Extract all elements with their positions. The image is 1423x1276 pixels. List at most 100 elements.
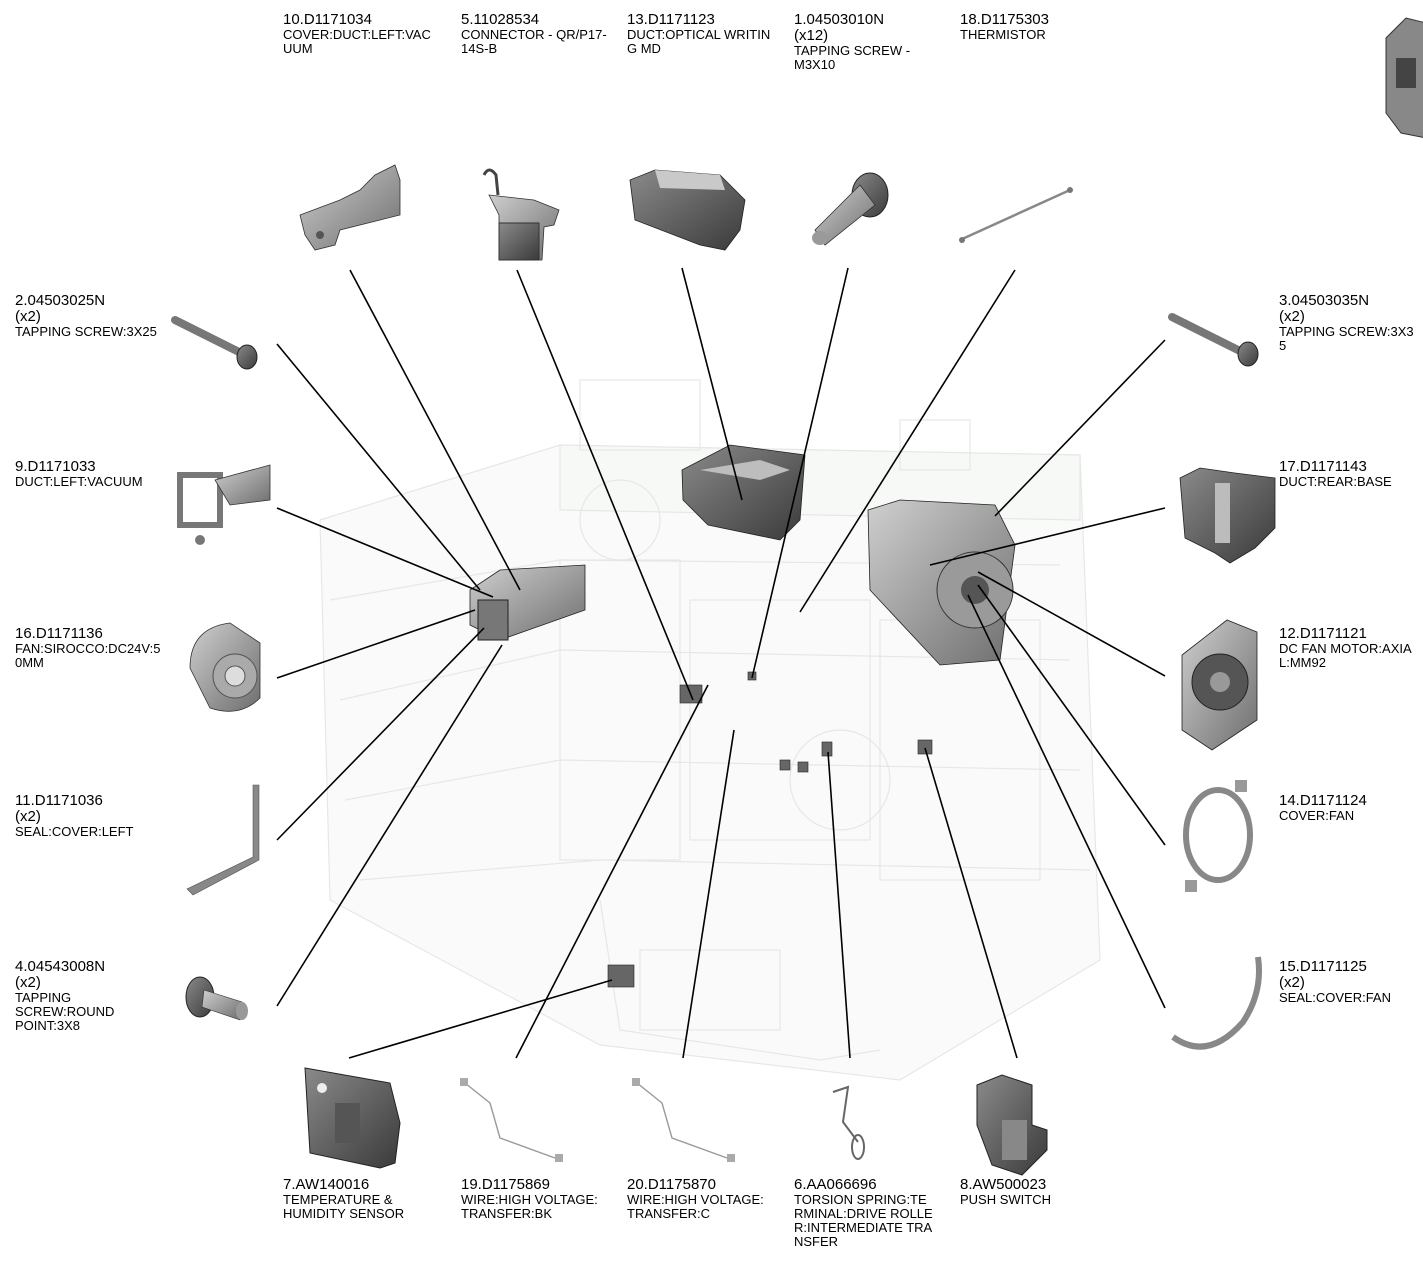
label-part-10: 10.D1171034 COVER:DUCT:LEFT:VACUUM: [283, 11, 443, 57]
part-quantity: (x2): [1279, 308, 1305, 326]
leader-3: [994, 339, 1166, 517]
label-part-18: 18.D1175303 THERMISTOR: [960, 11, 1110, 43]
label-part-1: 1.04503010N (x12) TAPPING SCREW - M3X10: [794, 11, 944, 73]
spring-icon: [832, 1085, 865, 1160]
part-quantity: (x2): [1279, 974, 1305, 992]
label-part-9: 9.D1171033 DUCT:LEFT:VACUUM: [15, 458, 175, 489]
part-quantity: (x2): [15, 974, 41, 992]
part-description: TAPPING SCREW:ROUND POINT:3X8: [15, 990, 115, 1034]
installed-duct-optical: [681, 444, 806, 541]
label-part-2: 2.04503025N (x2) TAPPING SCREW:3X25: [15, 292, 175, 340]
leader-1: [751, 267, 849, 679]
leader-19: [515, 684, 709, 1059]
left-duct-icon: [177, 464, 271, 545]
part-description: DUCT:OPTICAL WRITING MD: [627, 27, 771, 57]
wire-icon: [460, 1078, 563, 1162]
part-number: 1.04503010N: [794, 11, 885, 28]
part-number: 2.04503025N: [15, 292, 106, 309]
sensor-icon: [304, 1067, 401, 1169]
leader-17: [929, 507, 1166, 566]
part-quantity: (x2): [15, 808, 41, 826]
label-part-12: 12.D1171121 DC FAN MOTOR:AXIAL:MM92: [1279, 625, 1421, 671]
wire-icon: [632, 1078, 735, 1162]
seal-icon: [186, 784, 260, 896]
sirocco-fan-icon: [189, 622, 261, 712]
installed-left-fan: [469, 564, 586, 641]
part-number: 9.D1171033: [15, 458, 96, 475]
leader-9: [276, 507, 494, 598]
part-number: 3.04503035N: [1279, 292, 1370, 309]
leader-8: [924, 747, 1018, 1059]
part-description: COVER:DUCT:LEFT:VACUUM: [283, 27, 431, 57]
long-screw-icon: [1168, 313, 1259, 367]
part-number: 18.D1175303: [960, 11, 1049, 28]
part-number: 11.D1171036: [15, 792, 103, 809]
part-description: SEAL:COVER:FAN: [1279, 990, 1391, 1006]
part-description: THERMISTOR: [960, 27, 1046, 43]
part-description: TAPPING SCREW:3X35: [1279, 324, 1414, 354]
part-description: TAPPING SCREW - M3X10: [794, 43, 911, 73]
part-description: SEAL:COVER:LEFT: [15, 824, 134, 840]
rear-duct-icon: [1179, 467, 1276, 564]
leader-10: [349, 269, 521, 591]
leader-11: [276, 627, 485, 841]
part-description: TORSION SPRING:TERMINAL:DRIVE ROLLER:INT…: [794, 1192, 933, 1250]
screw-icon: [812, 172, 889, 246]
leader-12: [977, 571, 1166, 677]
part-description: TAPPING SCREW:3X25: [15, 324, 157, 340]
arc-seal-icon: [1171, 956, 1262, 1050]
push-switch-icon: [976, 1074, 1048, 1176]
label-part-3: 3.04503035N (x2) TAPPING SCREW:3X35: [1279, 292, 1421, 354]
part-description: WIRE:HIGH VOLTAGE:TRANSFER:BK: [461, 1192, 598, 1222]
part-number: 16.D1171136: [15, 625, 103, 642]
short-screw-icon: [185, 976, 248, 1021]
leader-7: [348, 979, 613, 1059]
machine-overview-icon: [1385, 17, 1423, 138]
label-part-11: 11.D1171036 (x2) SEAL:COVER:LEFT: [15, 792, 175, 840]
label-part-6: 6.AA066696 TORSION SPRING:TERMINAL:DRIVE…: [794, 1176, 944, 1250]
label-part-19: 19.D1175869 WIRE:HIGH VOLTAGE:TRANSFER:B…: [461, 1176, 611, 1222]
label-part-20: 20.D1175870 WIRE:HIGH VOLTAGE:TRANSFER:C: [627, 1176, 777, 1222]
thermistor-icon: [959, 187, 1073, 243]
part-number: 15.D1171125: [1279, 958, 1367, 975]
axial-fan-icon: [1181, 619, 1258, 751]
part-description: PUSH SWITCH: [960, 1192, 1051, 1208]
part-description: COVER:FAN: [1279, 808, 1355, 824]
leader-16: [276, 609, 476, 679]
leader-13: [681, 267, 743, 501]
optical-duct-icon: [629, 169, 746, 251]
part-number: 14.D1171124: [1279, 792, 1367, 809]
connector-icon: [482, 168, 560, 261]
part-description: DC FAN MOTOR:AXIAL:MM92: [1279, 641, 1412, 671]
duct-cover-icon: [299, 164, 401, 251]
part-quantity: (x2): [15, 308, 41, 326]
part-description: TEMPERATURE & HUMIDITY SENSOR: [283, 1192, 405, 1222]
leader-lines: [276, 267, 1166, 1059]
label-part-4: 4.04543008N (x2) TAPPING SCREW:ROUND POI…: [15, 958, 175, 1034]
part-number: 5.11028534: [461, 11, 540, 28]
leader-18: [799, 269, 1016, 613]
part-number: 12.D1171121: [1279, 625, 1367, 642]
part-number: 13.D1171123: [627, 11, 715, 28]
fan-cover-icon: [1183, 780, 1253, 892]
installed-rear-duct-fan: [867, 499, 1016, 666]
part-number: 4.04543008N: [15, 958, 106, 975]
part-number: 6.AA066696: [794, 1176, 877, 1193]
part-description: CONNECTOR - QR/P17-14S-B: [461, 27, 607, 57]
part-description: WIRE:HIGH VOLTAGE:TRANSFER:C: [627, 1192, 764, 1222]
part-number: 10.D1171034: [283, 11, 372, 28]
part-number: 8.AW500023: [960, 1176, 1047, 1193]
label-part-8: 8.AW500023 PUSH SWITCH: [960, 1176, 1110, 1208]
leader-4: [276, 644, 503, 1007]
part-number: 19.D1175869: [461, 1176, 550, 1193]
label-part-13: 13.D1171123 DUCT:OPTICAL WRITING MD: [627, 11, 777, 57]
leader-6: [827, 751, 851, 1059]
part-number: 17.D1171143: [1279, 458, 1367, 475]
label-part-17: 17.D1171143 DUCT:REAR:BASE: [1279, 458, 1421, 489]
label-part-14: 14.D1171124 COVER:FAN: [1279, 792, 1421, 824]
label-part-16: 16.D1171136 FAN:SIROCCO:DC24V:50MM: [15, 625, 175, 671]
label-part-5: 5.11028534 CONNECTOR - QR/P17-14S-B: [461, 11, 611, 57]
part-description: FAN:SIROCCO:DC24V:50MM: [15, 641, 161, 671]
